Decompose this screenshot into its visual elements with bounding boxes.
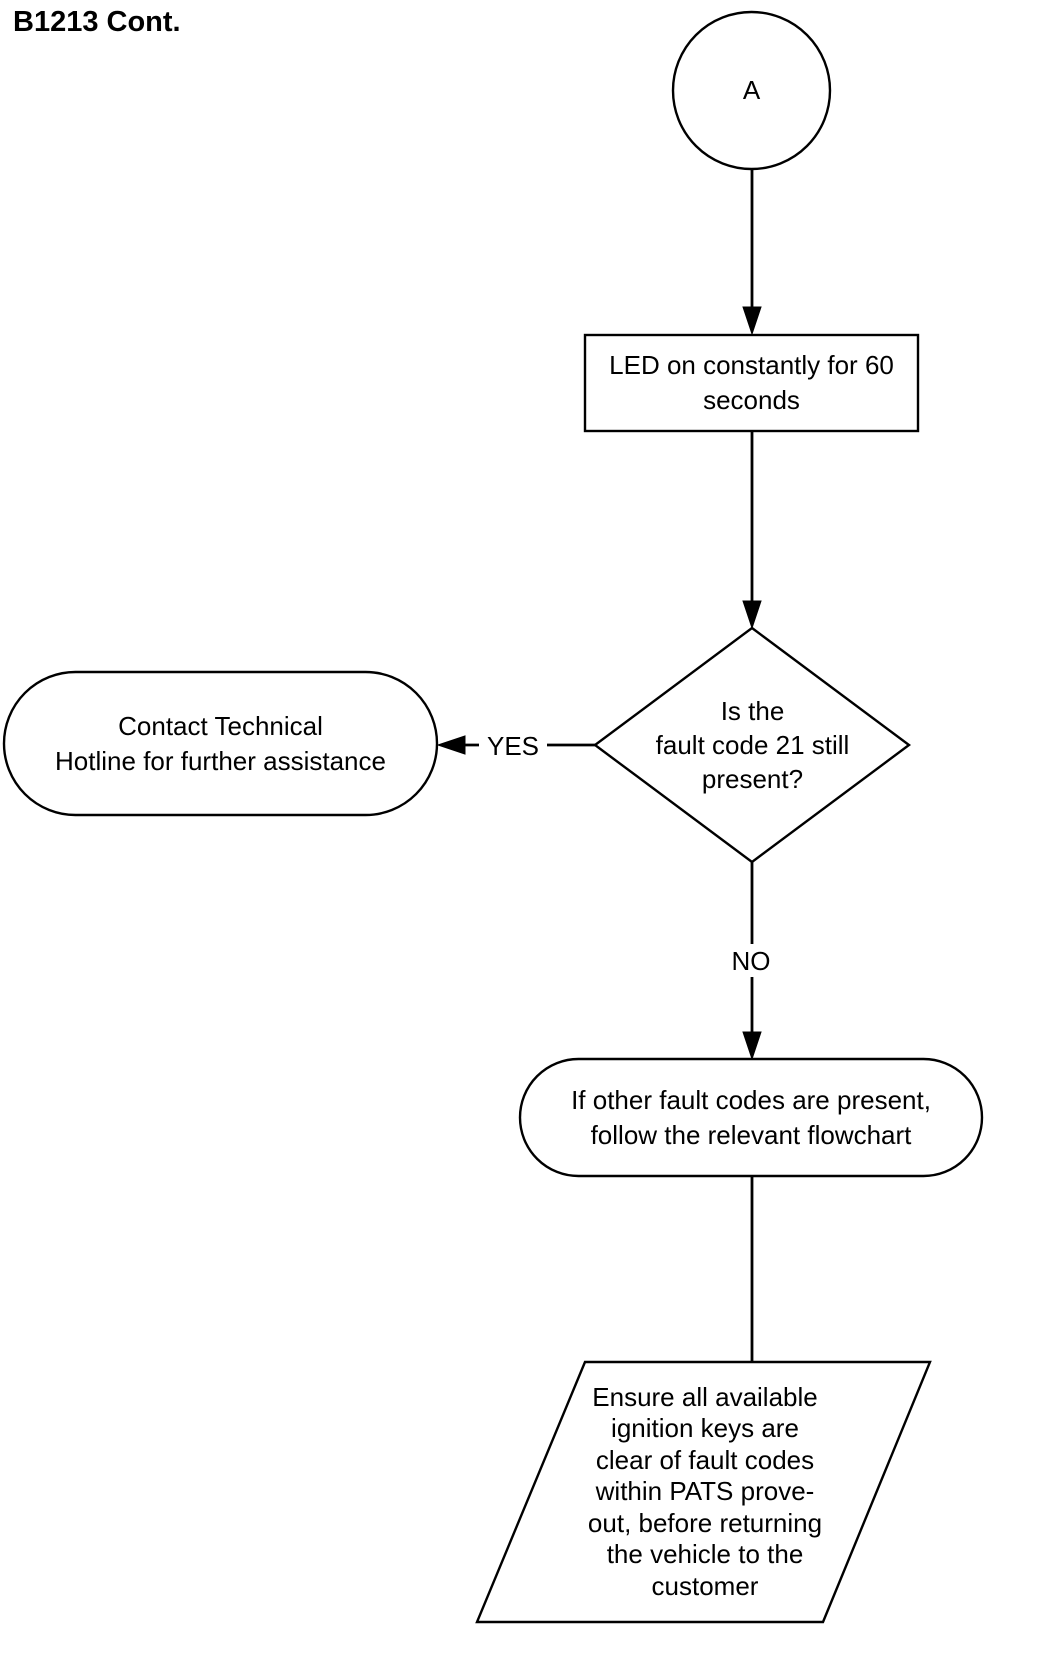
connector-a-label: A xyxy=(742,75,761,105)
arrow-process-to-decision xyxy=(742,431,762,630)
edge-no-label: NO xyxy=(724,944,778,977)
terminal-hotline-outline xyxy=(2,670,439,817)
io-prove-out-label: Ensure all available ignition keys are c… xyxy=(587,1381,823,1601)
terminal-hotline-label: Contact Technical Hotline for further as… xyxy=(55,710,386,776)
arrow-a-to-process xyxy=(742,169,762,336)
arrowhead-down-icon xyxy=(742,1031,762,1061)
terminal-other-codes-label: If other fault codes are present, follow… xyxy=(571,1084,931,1150)
decision-fault21-label: Is the fault code 21 still present? xyxy=(655,696,850,794)
edge-yes-label: YES xyxy=(479,729,547,762)
page-title: B1213 Cont. xyxy=(13,6,181,38)
process-led-outline xyxy=(583,333,920,433)
arrowhead-down-icon xyxy=(742,600,762,630)
flowchart-shapes xyxy=(2,10,984,1624)
arrowhead-down-icon xyxy=(742,306,762,336)
process-led-label: LED on constantly for 60 seconds xyxy=(609,350,894,415)
io-parallelogram-outline xyxy=(475,1360,932,1624)
arrowhead-left-icon xyxy=(436,735,466,755)
